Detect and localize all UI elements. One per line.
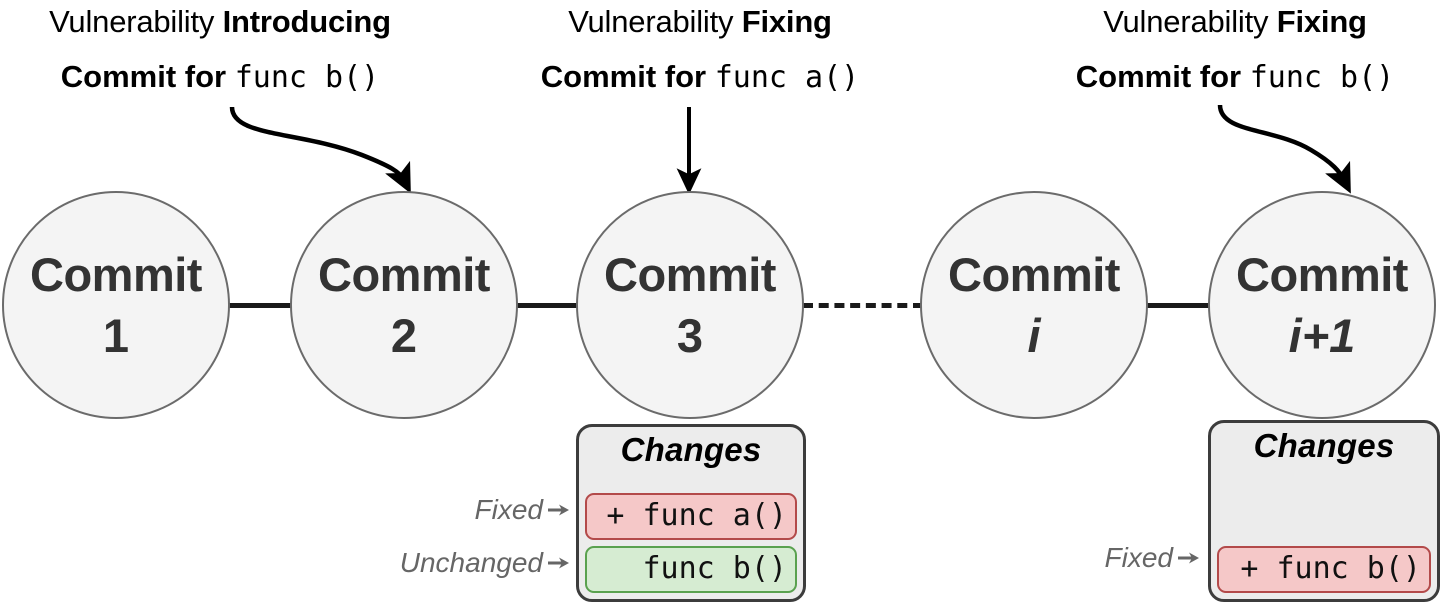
annotation-line1-prefix: Vulnerability (568, 4, 742, 39)
annotation-line2-prefix: Commit for (1075, 59, 1250, 95)
commit-node-i[interactable]: Commit i (920, 191, 1148, 419)
side-label-text: Unchanged (399, 547, 543, 578)
commit-node-i1[interactable]: Commit i+1 (1208, 191, 1436, 419)
changes-panel-commit-3: Changes + func a() func b() (576, 424, 806, 602)
annotation-line1-emphasis: Fixing (741, 4, 832, 39)
edge-commit-1-to-2 (228, 303, 294, 308)
arrow-introducing-to-commit-2 (229, 106, 411, 194)
commit-node-id: i+1 (1288, 309, 1356, 362)
annotation-line2-code: func a() (714, 60, 860, 96)
changes-panel-commit-i1: Changes + func b() (1208, 420, 1440, 602)
commit-node-3[interactable]: Commit 3 (576, 191, 804, 419)
annotation-line2: Commit for func b() (1030, 57, 1440, 97)
changes-row-list: + func a() func b() (579, 493, 803, 599)
annotation-line1: Vulnerability Fixing (1030, 2, 1440, 42)
commit-node-word: Commit (30, 248, 202, 301)
commit-node-id: 1 (102, 309, 130, 362)
side-label-arrow-icon (1178, 550, 1200, 566)
annotation-line1-emphasis: Introducing (222, 4, 391, 39)
annotation-line2: Commit for func b() (0, 57, 440, 97)
commit-node-1[interactable]: Commit 1 (2, 191, 230, 419)
commit-node-id: 3 (676, 309, 704, 362)
annotation-introducing: Vulnerability Introducing Commit for fun… (0, 2, 440, 98)
changes-row-fixed[interactable]: + func b() (1217, 546, 1431, 593)
annotation-line1: Vulnerability Fixing (510, 2, 890, 42)
commit-node-2[interactable]: Commit 2 (290, 191, 518, 419)
annotation-line2-code: func b() (1249, 60, 1395, 96)
arrow-fixing-b-to-commit-i1 (1217, 104, 1351, 194)
edge-commit-2-to-3 (514, 303, 580, 308)
annotation-line2-prefix: Commit for (60, 59, 235, 95)
changes-panel-title: Changes (1253, 427, 1395, 464)
side-label-fixed-commit-i1: Fixed (960, 540, 1200, 576)
side-label-text: Fixed (1104, 542, 1173, 573)
side-label-text: Fixed (474, 494, 543, 525)
commit-node-word: Commit (318, 248, 490, 301)
changes-row-fixed[interactable]: + func a() (585, 493, 797, 540)
changes-row-list: + func b() (1211, 546, 1437, 599)
annotation-line1: Vulnerability Introducing (0, 2, 440, 42)
annotation-line1-emphasis: Fixing (1276, 4, 1367, 39)
annotation-line2-code: func b() (234, 60, 380, 96)
side-label-fixed-commit-3: Fixed (330, 492, 570, 528)
annotation-fixing-b: Vulnerability Fixing Commit for func b() (1030, 2, 1440, 98)
changes-panel-title: Changes (620, 431, 762, 468)
side-label-arrow-icon (548, 502, 570, 518)
commit-node-word: Commit (604, 248, 776, 301)
annotation-line1-prefix: Vulnerability (49, 4, 223, 39)
annotation-line1-prefix: Vulnerability (1103, 4, 1277, 39)
commit-node-id: 2 (390, 309, 418, 362)
annotation-fixing-a: Vulnerability Fixing Commit for func a() (510, 2, 890, 98)
commit-node-word: Commit (1236, 248, 1408, 301)
commit-node-id: i (1027, 309, 1041, 362)
side-label-unchanged-commit-3: Unchanged (300, 545, 570, 581)
edge-commit-i-to-i1 (1144, 303, 1212, 308)
side-label-arrow-icon (548, 555, 570, 571)
annotation-line2-prefix: Commit for (540, 59, 715, 95)
commit-node-word: Commit (948, 248, 1120, 301)
annotation-line2: Commit for func a() (510, 57, 890, 97)
edge-commit-3-to-i (803, 303, 923, 308)
changes-row-unchanged[interactable]: func b() (585, 546, 797, 593)
